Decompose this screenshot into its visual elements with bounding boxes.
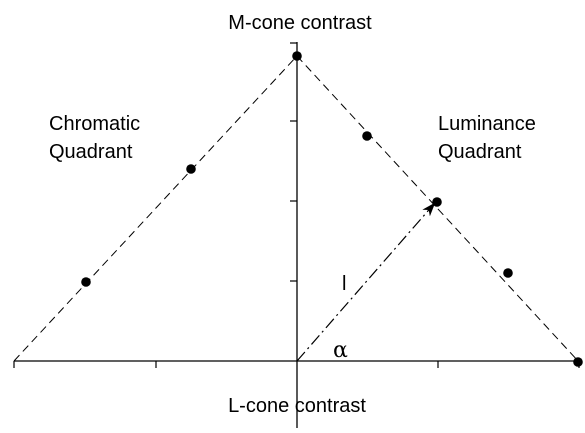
apex-point [292,51,302,61]
left-lower-point [81,277,91,287]
luminance-quadrant-label-line2: Quadrant [438,141,522,163]
right-lower-point [503,268,513,278]
angle-label: α [333,338,348,363]
x-axis-label: L-cone contrast [228,395,366,417]
left-upper-point [186,164,196,174]
luminance-quadrant-label-line1: Luminance [438,113,536,135]
chromatic-quadrant-label-line2: Quadrant [49,141,133,163]
data-points [81,51,583,367]
y-axis-label: M-cone contrast [228,12,372,34]
vector-arrow [296,202,436,362]
y-axis-ticks [290,42,297,282]
vector-length-label: l [342,273,346,295]
right-upper-point [362,131,372,141]
vector-tip-point [432,197,442,207]
right-end-point [573,357,583,367]
chromatic-quadrant-label-line1: Chromatic [49,113,140,135]
